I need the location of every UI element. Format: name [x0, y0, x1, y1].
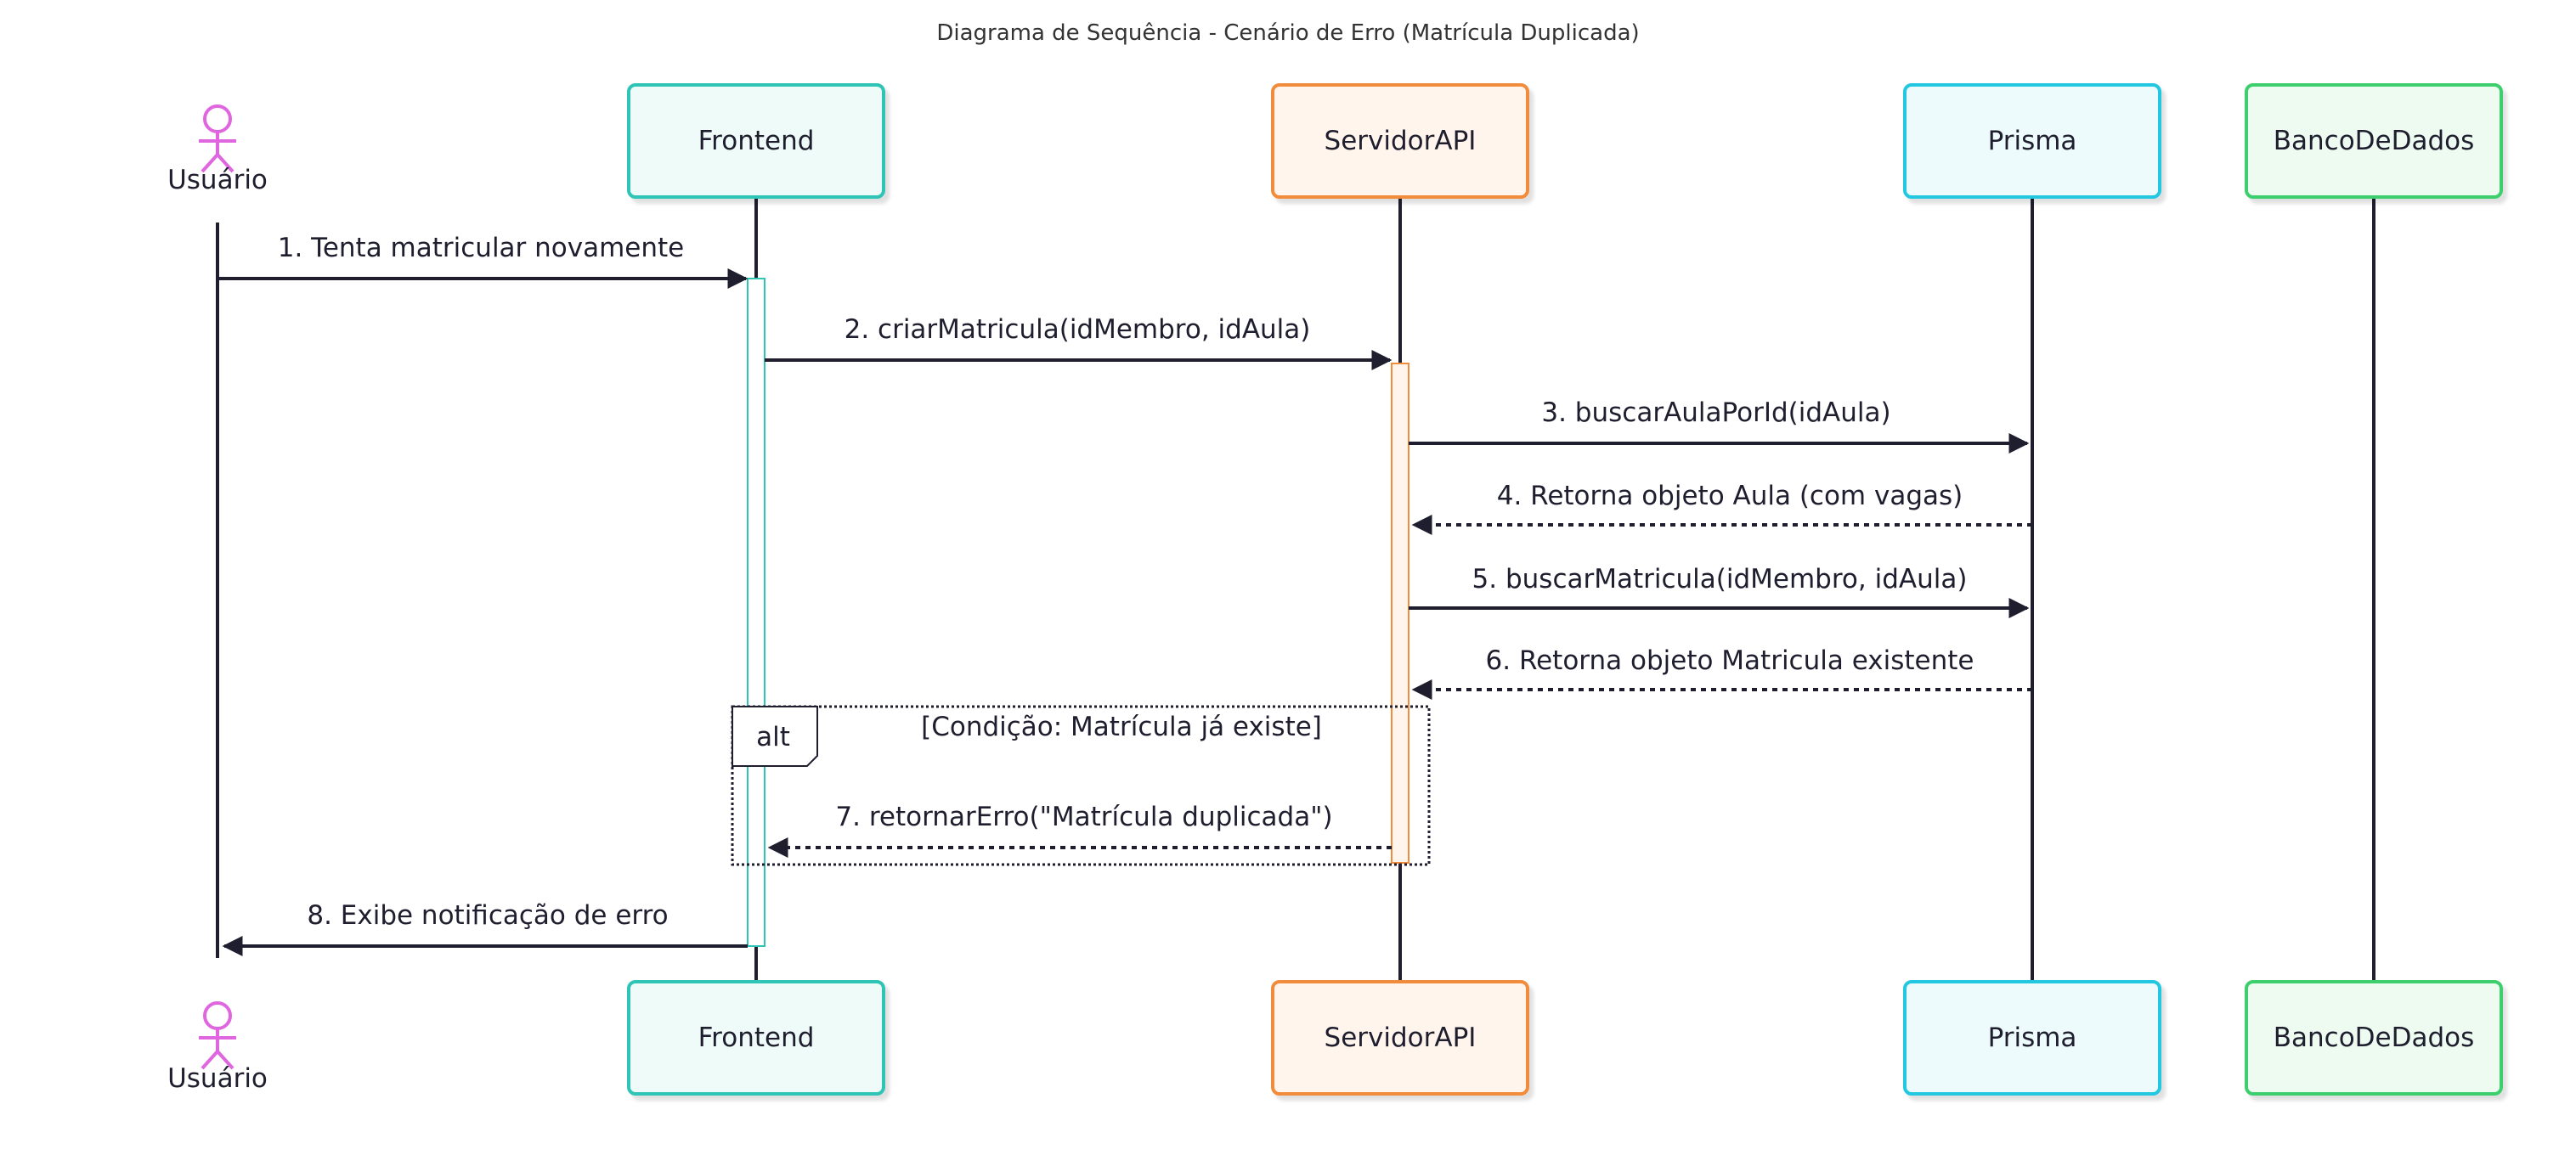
diagram-title: Diagrama de Sequência - Cenário de Erro … — [936, 20, 1639, 46]
participant-label: BancoDeDados — [2274, 1023, 2475, 1053]
message-8: 8. Exibe notificação de erro — [222, 900, 748, 956]
message-7: 7. retornarErro("Matrícula duplicada") — [767, 802, 1392, 858]
activation-bar-servidor — [1391, 363, 1409, 864]
participant-label: BancoDeDados — [2274, 126, 2475, 156]
message-label: 1. Tenta matricular novamente — [278, 233, 685, 263]
actor-icon — [199, 104, 236, 173]
actor-usuario-top: Usuário — [167, 104, 268, 195]
participant-label: ServidorAPI — [1325, 1023, 1477, 1053]
participant-servidor-top: ServidorAPI — [1271, 83, 1529, 199]
alt-condition: [Condição: Matrícula já existe] — [921, 712, 1322, 742]
message-5: 5. buscarMatricula(idMembro, idAula) — [1409, 564, 2030, 618]
participant-prisma-bottom: Prisma — [1903, 980, 2161, 1096]
actor-label: Usuário — [167, 1063, 268, 1094]
message-2: 2. criarMatricula(idMembro, idAula) — [765, 314, 1393, 370]
participant-label: Prisma — [1988, 1023, 2077, 1053]
participant-label: ServidorAPI — [1325, 126, 1477, 156]
message-label: 3. buscarAulaPorId(idAula) — [1541, 397, 1890, 428]
actor-usuario-bottom: Usuário — [167, 1001, 268, 1094]
participant-label: Frontend — [698, 1023, 815, 1053]
participant-frontend-top: Frontend — [627, 83, 885, 199]
alt-keyword: alt — [756, 722, 790, 752]
actor-label: Usuário — [167, 165, 268, 195]
alt-fragment: alt [Condição: Matrícula já existe] — [731, 705, 1431, 866]
participant-banco-top: BancoDeDados — [2245, 83, 2503, 199]
message-label: 2. criarMatricula(idMembro, idAula) — [845, 314, 1311, 345]
participant-banco-bottom: BancoDeDados — [2245, 980, 2503, 1096]
participant-frontend-bottom: Frontend — [627, 980, 885, 1096]
alt-frame — [731, 705, 1431, 866]
message-label: 7. retornarErro("Matrícula duplicada") — [835, 802, 1332, 832]
message-3: 3. buscarAulaPorId(idAula) — [1409, 397, 2030, 454]
message-1: 1. Tenta matricular novamente — [217, 233, 749, 289]
actor-icon — [199, 1001, 236, 1070]
participant-label: Prisma — [1988, 126, 2077, 156]
message-4: 4. Retorna objeto Aula (com vagas) — [1411, 481, 2032, 535]
alt-tab — [732, 706, 818, 767]
participant-label: Frontend — [698, 126, 815, 156]
message-label: 8. Exibe notificação de erro — [307, 900, 668, 931]
message-label: 6. Retorna objeto Matricula existente — [1486, 645, 1974, 676]
participant-prisma-top: Prisma — [1903, 83, 2161, 199]
message-6: 6. Retorna objeto Matricula existente — [1411, 645, 2032, 700]
activation-bar-frontend — [747, 278, 765, 947]
message-label: 5. buscarMatricula(idMembro, idAula) — [1472, 564, 1968, 594]
participant-servidor-bottom: ServidorAPI — [1271, 980, 1529, 1096]
message-label: 4. Retorna objeto Aula (com vagas) — [1497, 481, 1963, 511]
